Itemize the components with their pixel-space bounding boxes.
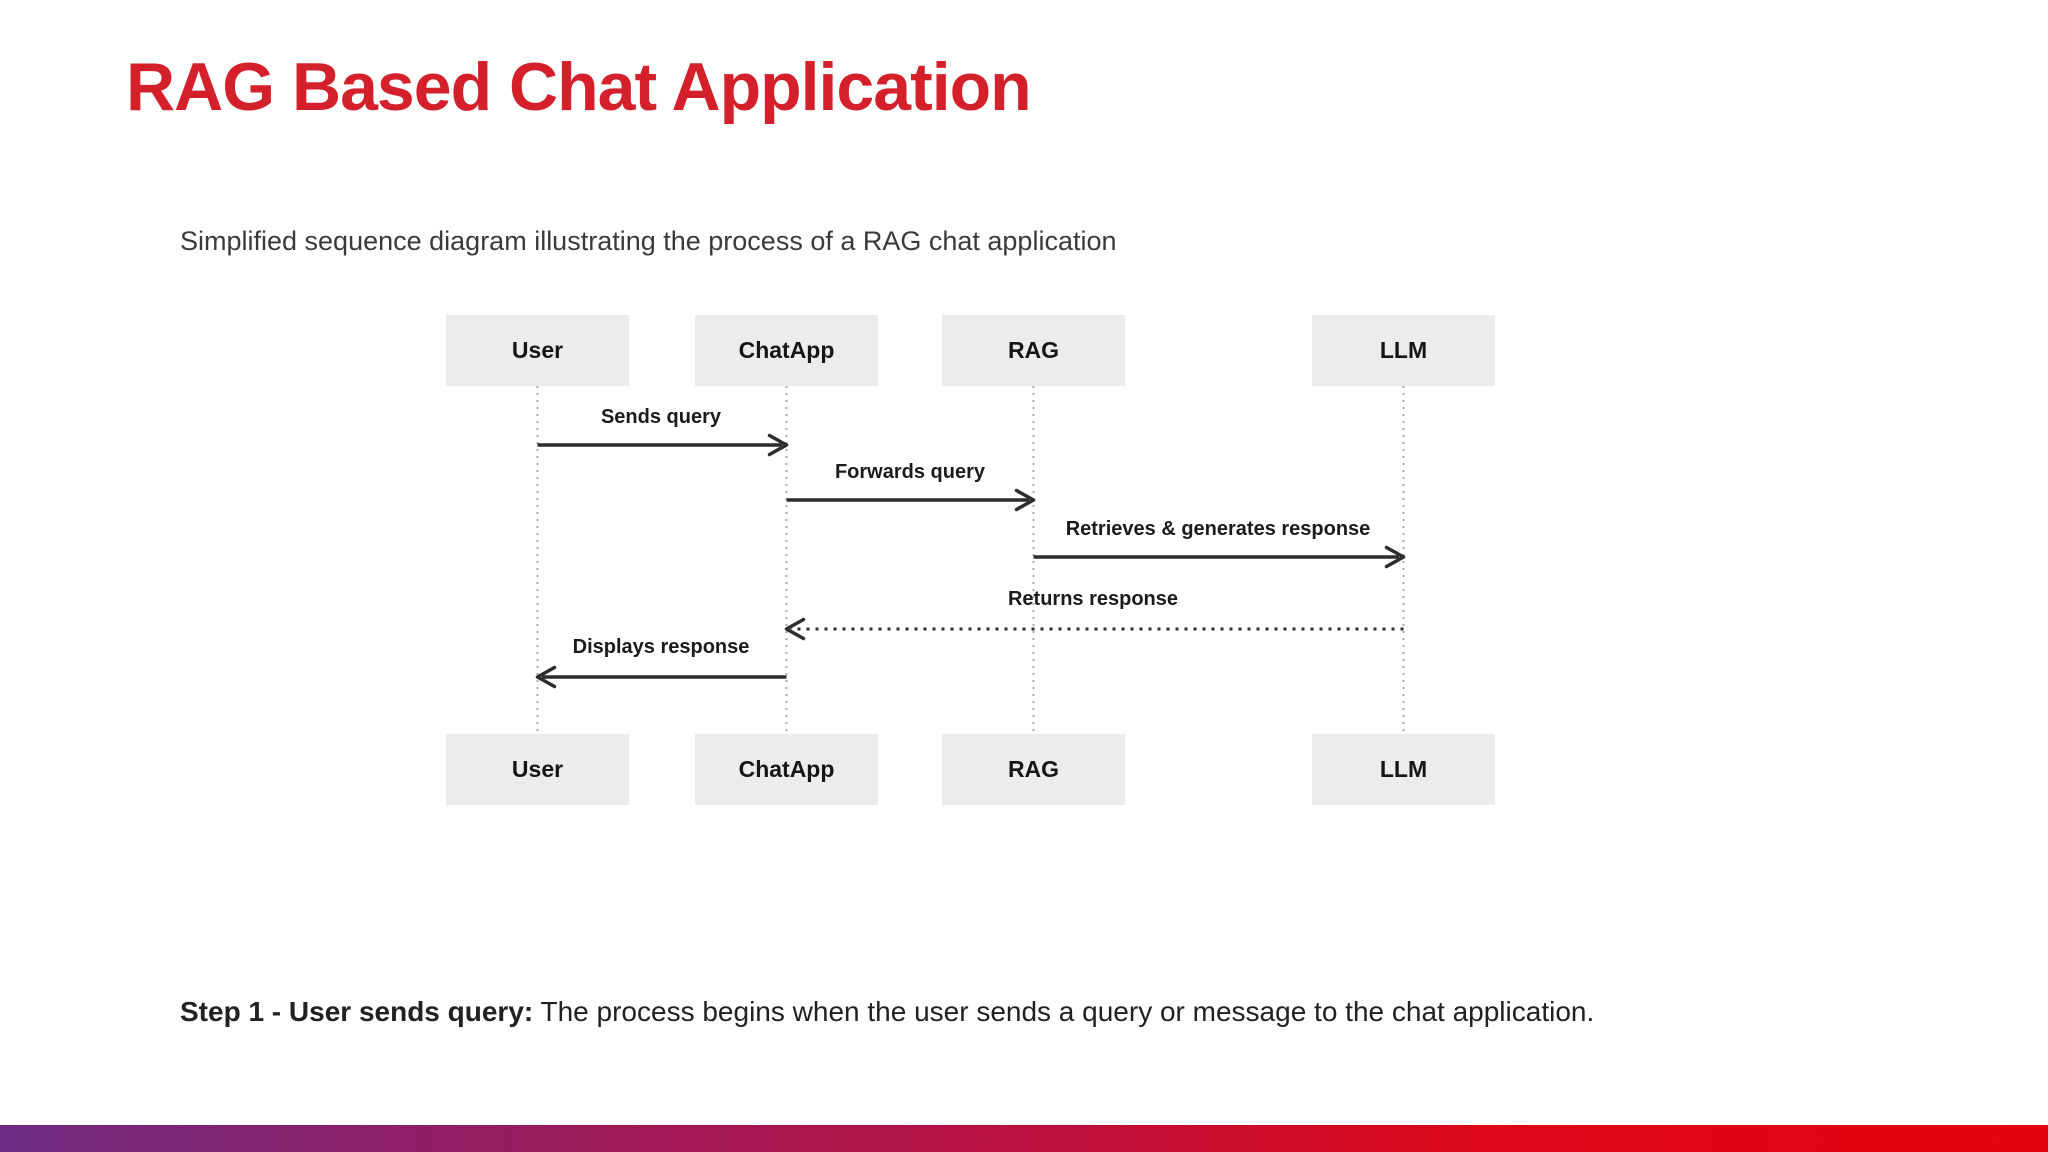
message-label-displays-response: Displays response: [572, 636, 750, 658]
step-note-text: The process begins when the user sends a…: [533, 996, 1595, 1027]
actor-label: User: [511, 337, 564, 363]
arrowhead-left-icon: [784, 617, 806, 641]
arrowhead-right-icon: [1014, 488, 1036, 512]
step-note-lead: Step 1 - User sends query:: [180, 996, 534, 1027]
message-label-retrieves-generates: Retrieves & generates response: [1065, 518, 1371, 540]
arrow-forwards-query: [786, 488, 1036, 512]
actor-label: ChatApp: [738, 756, 835, 782]
arrow-returns-response: [784, 617, 1404, 641]
footer-gradient-bar: [0, 1125, 2048, 1152]
arrowhead-right-icon: [1384, 545, 1406, 569]
actor-label: User: [511, 756, 564, 782]
actor-box-user-top: User: [446, 315, 629, 386]
actor-label: RAG: [1007, 756, 1060, 782]
message-label-returns-response: Returns response: [1007, 588, 1179, 610]
diagram-canvas: [535, 386, 1406, 734]
actor-box-user-bottom: User: [446, 734, 629, 805]
actor-box-chatapp-top: ChatApp: [695, 315, 878, 386]
arrowhead-right-icon: [767, 433, 789, 457]
message-label-forwards-query: Forwards query: [834, 461, 986, 483]
actor-label: ChatApp: [738, 337, 835, 363]
actor-label: LLM: [1379, 337, 1428, 363]
message-label-sends-query: Sends query: [600, 406, 722, 428]
arrow-retrieves-generates: [1033, 545, 1406, 569]
actor-box-rag-bottom: RAG: [942, 734, 1125, 805]
arrow-displays-response: [535, 665, 787, 689]
actor-label: RAG: [1007, 337, 1060, 363]
arrowhead-left-icon: [535, 665, 557, 689]
actor-box-rag-top: RAG: [942, 315, 1125, 386]
step-note: Step 1 - User sends query: The process b…: [180, 996, 1594, 1028]
page-title: RAG Based Chat Application: [126, 49, 1032, 125]
actor-box-llm-bottom: LLM: [1312, 734, 1495, 805]
actor-box-chatapp-bottom: ChatApp: [695, 734, 878, 805]
arrow-sends-query: [537, 433, 789, 457]
actor-label: LLM: [1379, 756, 1428, 782]
actor-box-llm-top: LLM: [1312, 315, 1495, 386]
subtitle: Simplified sequence diagram illustrating…: [180, 226, 1117, 256]
